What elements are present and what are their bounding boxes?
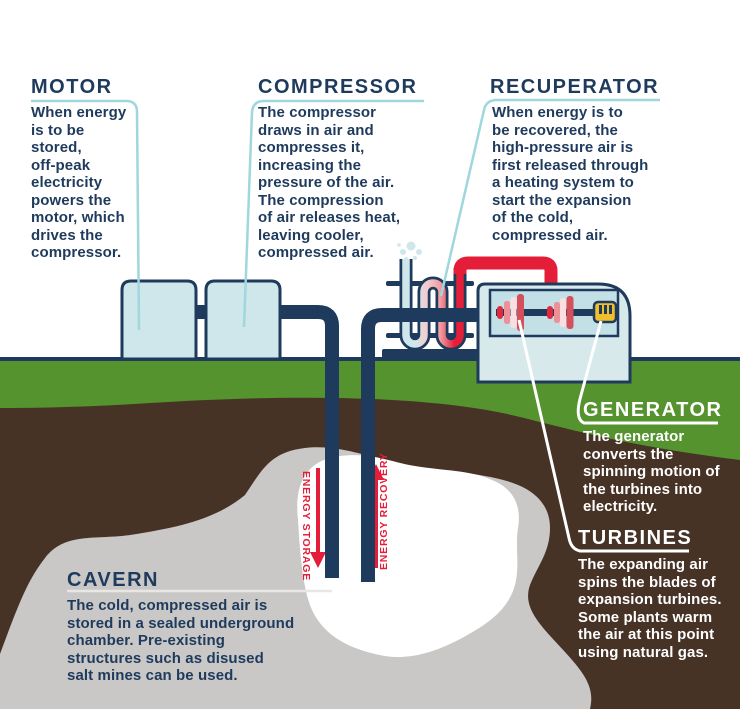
turbines-description: The expanding air spins the blades of ex… <box>578 556 722 661</box>
compressor-description: The compressor draws in air and compress… <box>258 104 401 261</box>
cavern-description: The cold, compressed air is stored in a … <box>67 597 295 684</box>
recuperator-title: RECUPERATOR <box>490 76 660 98</box>
turbines-title: TURBINES <box>578 527 693 549</box>
energy-storage-label: ENERGY STORAGE <box>300 471 312 582</box>
turbine-icon <box>547 296 574 329</box>
turbine-generator-housing <box>476 282 632 384</box>
motor-box-icon <box>120 279 198 361</box>
motor-title: MOTOR <box>31 76 113 98</box>
leader-lines-white <box>517 319 718 553</box>
energy-recovery-label: ENERGY RECOVERY <box>378 452 390 570</box>
recuperator-coil-icon <box>399 259 467 351</box>
steam-bubbles-icon <box>397 241 422 261</box>
generator-section: GENERATOR <box>583 399 722 422</box>
compressor-box-icon <box>204 279 282 361</box>
compressor-title: COMPRESSOR <box>258 76 418 98</box>
recuperator-section: RECUPERATOR <box>490 76 659 99</box>
generator-description: The generator converts the spinning moti… <box>583 428 720 515</box>
compressor-leader-line <box>242 99 424 328</box>
motor-leader-line <box>31 99 141 331</box>
turbines-section: TURBINES <box>578 527 692 550</box>
generator-leader-line <box>576 320 718 425</box>
cavern-section: CAVERN <box>67 569 159 592</box>
generator-icon <box>592 300 618 324</box>
grass-surface <box>0 361 740 460</box>
recuperator-leader-line <box>439 98 660 297</box>
recovery-pipe <box>361 308 480 582</box>
cavern-chamber <box>297 455 519 658</box>
motor-section: MOTOR <box>31 76 113 99</box>
hot-air-pipe <box>453 256 558 284</box>
recuperator-description: When energy is to be recovered, the high… <box>492 104 649 244</box>
leader-lines-teal <box>31 98 660 331</box>
generator-title: GENERATOR <box>583 399 723 421</box>
energy-storage-arrow-icon <box>310 468 326 568</box>
compressor-section: COMPRESSOR <box>258 76 417 99</box>
cavern-title: CAVERN <box>67 569 159 591</box>
turbines-leader-line <box>517 319 689 553</box>
motor-description: When energy is to be stored, off-peak el… <box>31 104 127 261</box>
turbine-icon <box>497 294 524 331</box>
storage-pipe <box>280 305 339 578</box>
